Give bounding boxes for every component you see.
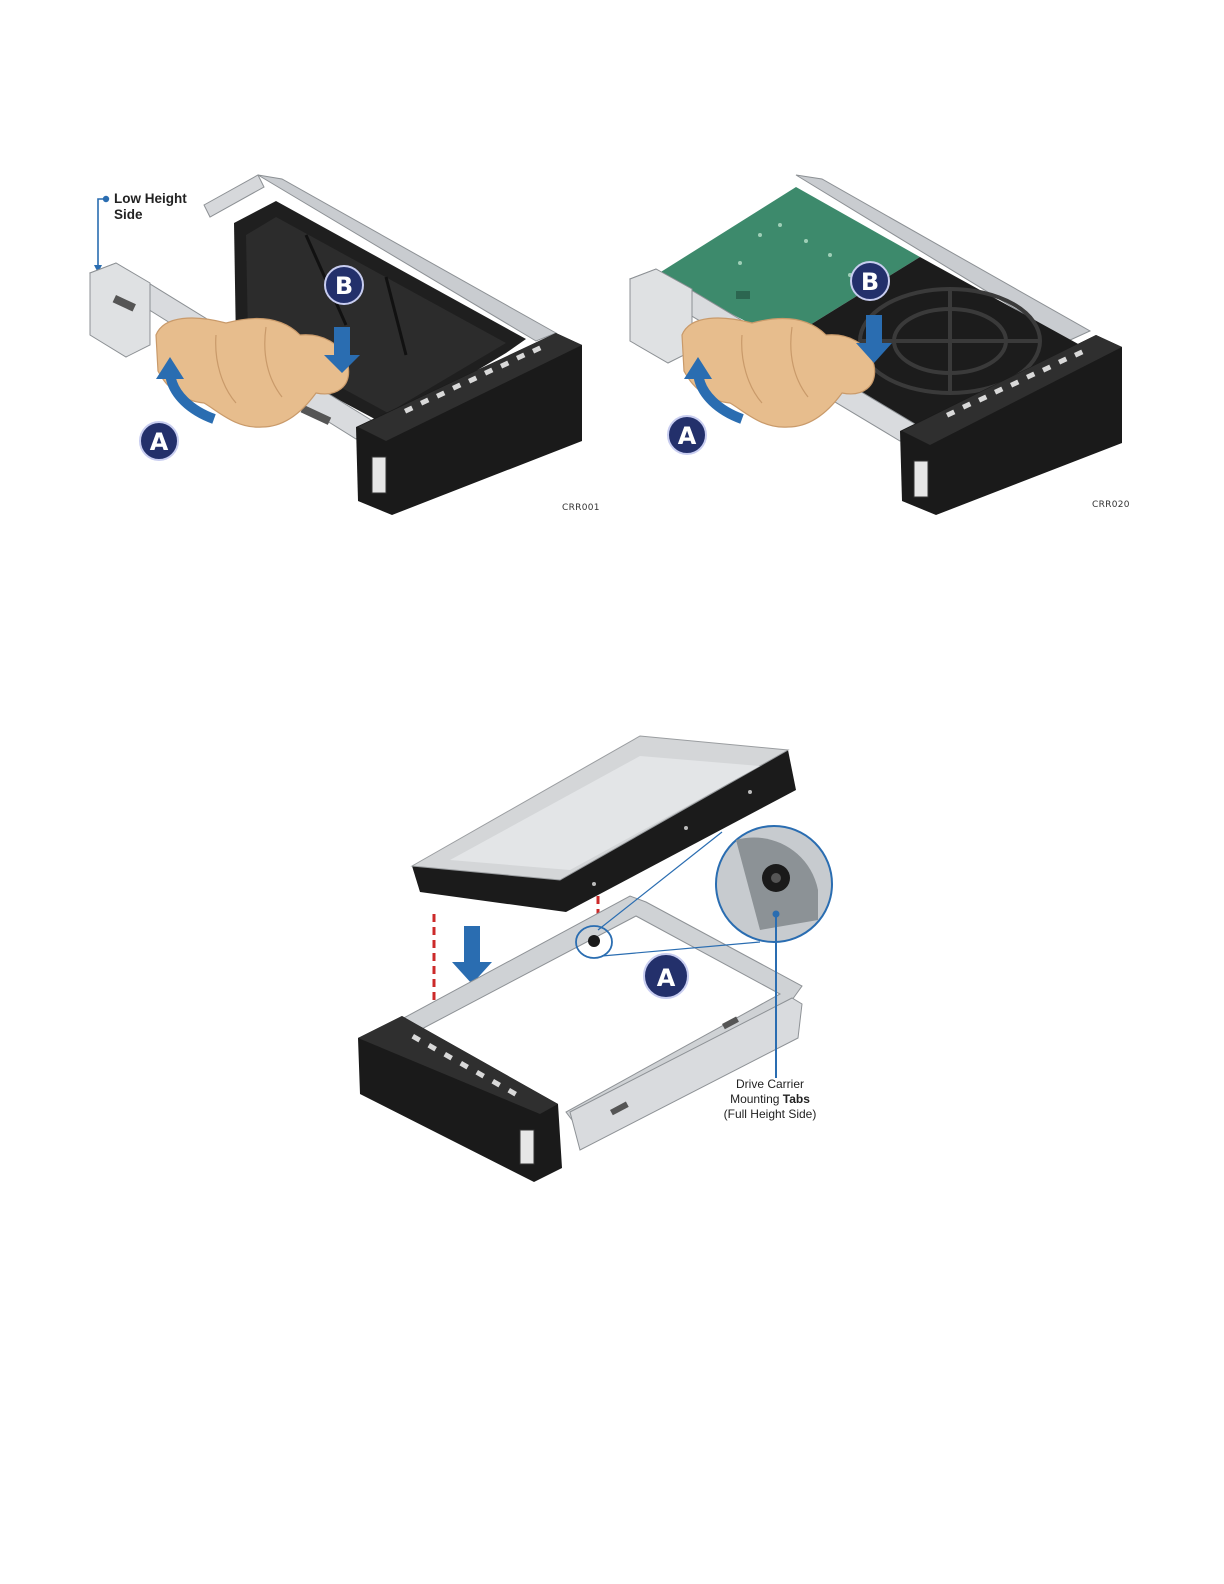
- tabs-label-line1: Drive Carrier: [736, 1077, 804, 1091]
- low-height-callout-line: [98, 199, 104, 270]
- badge-b-label: B: [335, 272, 353, 300]
- release-latch: [520, 1130, 534, 1164]
- low-height-label-line2: Side: [114, 207, 143, 222]
- figure-drive-insertion: A Drive Carrier Mounting Tabs (Full Heig…: [340, 720, 860, 1190]
- badge-a-label: A: [657, 964, 676, 992]
- figure-carrier-with-drive: A B CRR020: [620, 165, 1140, 525]
- figure-code: CRR020: [1092, 500, 1130, 510]
- badge-a-label: A: [678, 422, 697, 450]
- badge-b-label: B: [861, 268, 879, 296]
- release-latch: [372, 457, 386, 493]
- zoom-mounting-tab-center: [771, 873, 781, 883]
- rail-end-bracket: [90, 263, 150, 357]
- release-latch: [914, 461, 928, 497]
- arrow-b-icon: [866, 315, 882, 345]
- arrow-b-icon: [334, 327, 350, 357]
- tabs-label-line3: (Full Height Side): [724, 1107, 817, 1121]
- drive-insertion-illustration: A Drive Carrier Mounting Tabs (Full Heig…: [340, 720, 860, 1190]
- drive-screw-hole: [748, 790, 752, 794]
- mounting-tab: [588, 935, 600, 947]
- figure-carrier-empty: Low Height Side: [86, 165, 606, 525]
- drive-screw-hole: [684, 826, 688, 830]
- carrier-near-rail: [570, 998, 802, 1150]
- figure-code: CRR001: [562, 503, 600, 513]
- drive-screw-hole: [592, 882, 596, 886]
- low-height-label-line1: Low Height: [114, 191, 187, 206]
- badge-a-label: A: [150, 428, 169, 456]
- far-rail-end: [204, 175, 264, 217]
- carrier-with-drive-illustration: A B: [620, 165, 1140, 525]
- carrier-empty-illustration: Low Height Side: [86, 165, 606, 525]
- tabs-label-line2: Mounting Tabs: [730, 1092, 810, 1106]
- callout-dot-icon: [103, 196, 109, 202]
- down-arrow-icon: [464, 926, 480, 964]
